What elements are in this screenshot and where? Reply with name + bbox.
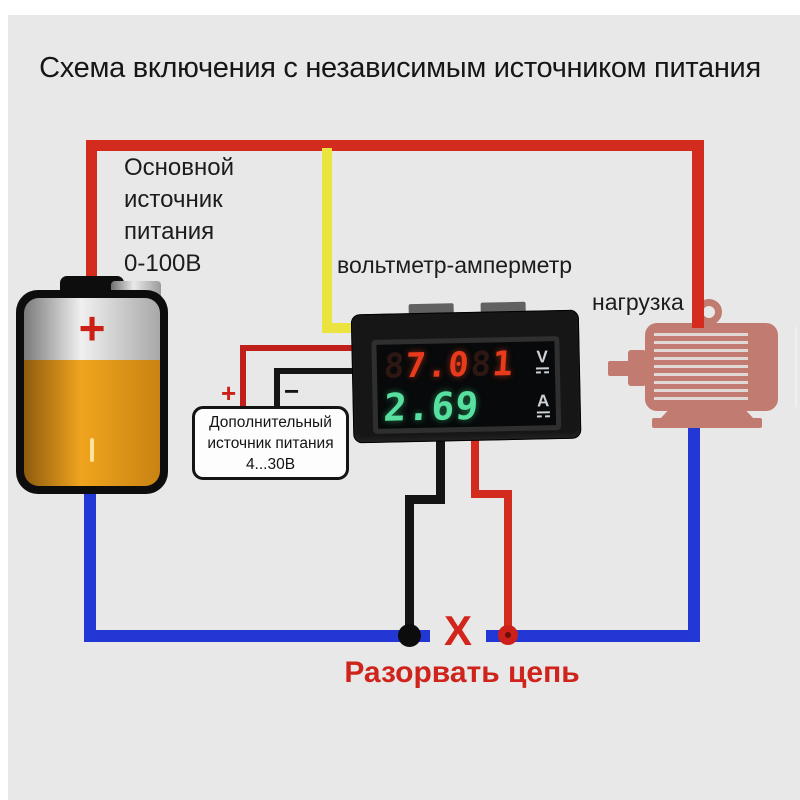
wire-aux-plus-vertical [240,345,246,408]
motor-icon [600,295,797,435]
aux-source-callout: Дополнительный источник питания 4...30В [192,406,349,480]
voltage-digits: 7.0 [404,344,472,387]
motor-endcap-line [795,327,797,407]
dc-symbol [535,367,549,370]
wire-blue-bottom-right [486,630,700,642]
wire-meter-red-down2 [504,490,512,631]
wire-aux-minus-vertical [274,368,280,408]
wire-blue-bottom-left [84,630,430,642]
break-label: Разорвать цепь [344,656,580,689]
wire-blue-battery-down [84,486,96,642]
volt-unit: V [535,347,550,374]
main-source-line: источник [124,186,223,213]
wire-blue-load-down [688,412,700,642]
wire-meter-black-jog [405,495,445,504]
photo-border-top [0,0,800,15]
main-source-line: питания [124,218,215,245]
dc-symbol [536,415,550,418]
main-source-line: Основной [124,154,235,181]
current-digits: 2.69 [382,383,481,430]
wire-meter-red-jog [471,490,512,498]
dc-symbol [536,411,550,414]
motor-pedestal [660,407,754,419]
battery-plus-mark: + [78,302,106,354]
motor-shaft-collar [628,350,646,386]
wire-meter-red-down1 [471,428,479,496]
wire-aux-minus-horizontal [274,368,362,374]
voltage-digit-last: 1 [490,343,516,385]
motor-shaft [608,361,630,376]
aux-source-line: 4...30В [245,455,296,473]
aux-minus-mark: − [284,376,300,406]
battery-top-section: + [24,298,160,360]
main-source-label: Основной источник питания 0-100В [124,152,234,280]
break-x-mark: X [443,607,472,654]
terminal-dot-black [398,624,421,647]
aux-source-line: Дополнительный [209,413,332,431]
battery-bottom-section [24,360,160,486]
battery-icon: + [16,276,168,494]
wire-yellow-sense-vertical [322,148,332,333]
wire-yellow-sense-horizontal [322,323,362,333]
load-label: нагрузка [592,289,684,315]
ghost-digit: 8 [469,344,493,385]
wire-red-battery-up [86,141,97,287]
current-readout: 2.69 [382,383,555,430]
wire-aux-plus-horizontal [242,345,362,351]
motor-baseplate [652,418,762,428]
motor-fins [654,333,748,401]
ghost-digit: 8 [382,346,406,387]
ampere-unit: A [536,391,550,418]
battery-minus-mark [90,438,94,462]
terminal-dot-red [498,625,518,645]
dc-symbol [536,371,550,374]
wire-meter-black-down2 [405,495,414,631]
page-title: Схема включения с независимым источником… [39,52,761,84]
motor-body [645,323,797,411]
wire-meter-black-down1 [436,428,445,500]
meter-label: вольтметр-амперметр [337,252,573,278]
aux-source-line: источник питания [207,434,334,452]
main-source-line: 0-100В [124,250,202,277]
wire-red-top [86,140,704,151]
battery-body: + [16,290,168,494]
photo-border-left [0,0,8,800]
wire-red-to-load [692,140,704,328]
aux-plus-mark: + [221,378,237,408]
